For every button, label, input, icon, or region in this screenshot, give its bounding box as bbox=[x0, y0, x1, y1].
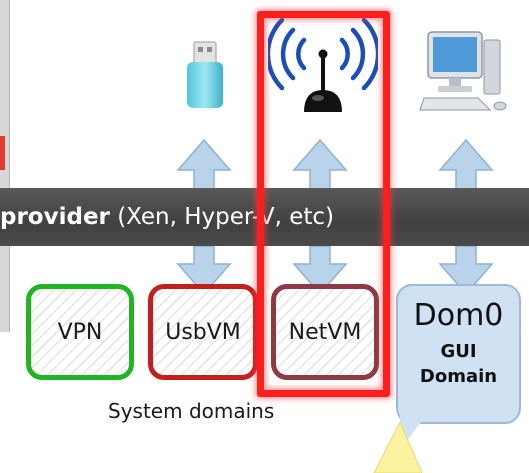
usbvm-domain-box[interactable]: UsbVM bbox=[148, 284, 258, 380]
dom0-line-gui: GUI bbox=[440, 341, 477, 362]
dom0-callout-pointer bbox=[373, 410, 430, 473]
netvm-label: NetVM bbox=[288, 319, 362, 345]
hypervisor-label-bold: provider bbox=[0, 204, 110, 230]
left-edge-red-marker bbox=[0, 136, 5, 170]
dom0-gui-domain-box[interactable]: Dom0 GUI Domain bbox=[396, 284, 521, 424]
hypervisor-bar: provider (Xen, Hyper-V, etc) bbox=[0, 188, 529, 246]
dom0-line-domain: Domain bbox=[419, 366, 498, 387]
net-arrow-up bbox=[292, 138, 348, 191]
vpn-label: VPN bbox=[57, 319, 103, 345]
usbvm-label: UsbVM bbox=[165, 319, 241, 345]
usb-arrow-up bbox=[176, 138, 232, 191]
hypervisor-label-rest: (Xen, Hyper-V, etc) bbox=[109, 204, 334, 230]
dom0-title: Dom0 bbox=[413, 298, 504, 333]
desktop-computer-icon bbox=[419, 31, 507, 111]
vpn-domain-box[interactable]: VPN bbox=[26, 284, 134, 380]
usb-arrow-down bbox=[176, 245, 232, 296]
system-domains-caption: System domains bbox=[108, 399, 275, 423]
netvm-domain-box[interactable]: NetVM bbox=[271, 284, 379, 380]
net-arrow-down bbox=[292, 245, 348, 296]
wifi-antenna-icon bbox=[268, 18, 378, 112]
usb-stick-icon bbox=[187, 41, 223, 108]
dom0-arrow-up bbox=[438, 138, 494, 191]
dom0-arrow-down bbox=[438, 245, 494, 296]
left-window-edge bbox=[0, 0, 10, 332]
